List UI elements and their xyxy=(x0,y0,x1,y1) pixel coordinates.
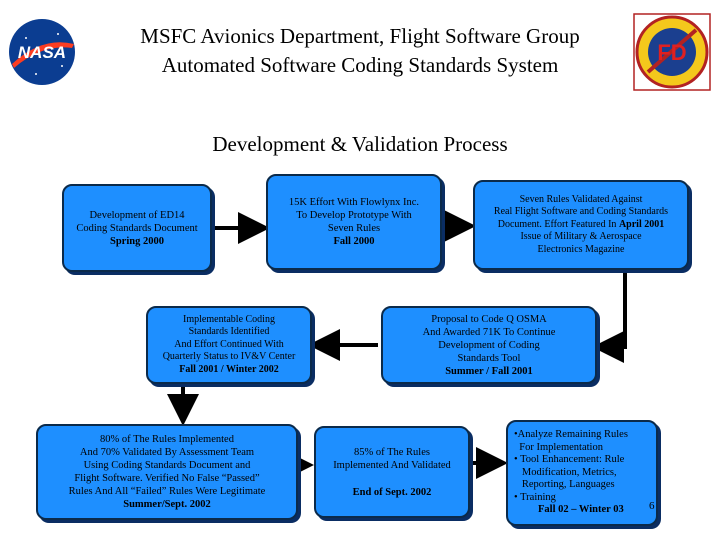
b4-line: Proposal to Code Q OSMA xyxy=(431,313,547,325)
b5-line: Standards Identified xyxy=(188,326,270,338)
b6-line: Using Coding Standards Document and xyxy=(83,460,251,471)
b2-line: To Develop Prototype With xyxy=(296,210,412,221)
b8-date: Fall 02 – Winter 03 xyxy=(538,504,624,516)
process-subtitle: Development & Validation Process xyxy=(212,132,508,156)
b5-line: Implementable Coding xyxy=(183,313,275,325)
arrow-b3-b4 xyxy=(592,272,627,363)
flight-software-logo: FD xyxy=(633,13,711,91)
b4-line: And Awarded 71K To Continue xyxy=(422,326,556,338)
b2-line: Seven Rules xyxy=(327,223,381,234)
b8-item: Modification, Metrics, xyxy=(514,466,617,478)
b1-date: Spring 2000 xyxy=(110,235,164,247)
b4-line: Standards Tool xyxy=(457,352,521,364)
b4-date: Summer / Fall 2001 xyxy=(445,365,533,377)
b1-line: Coding Standards Document xyxy=(76,222,198,234)
svg-text:NASA: NASA xyxy=(18,43,66,62)
b8-item: • Tool Enhancement: Rule xyxy=(514,454,625,466)
b5-line: Quarterly Status to IV&V Center xyxy=(162,351,296,363)
step-box-next-steps: •Analyze Remaining Rules For Implementat… xyxy=(506,420,658,526)
step-box-85-percent: 85% of The Rules Implemented And Validat… xyxy=(314,426,470,518)
b6-line: Rules And All “Failed” Rules Were Legiti… xyxy=(68,486,266,497)
b3-line: Issue of Military & Aerospace xyxy=(520,231,642,243)
b3-line-featured: Document. Effort Featured In April 2001 xyxy=(498,219,664,232)
b7-date: End of Sept. 2002 xyxy=(352,486,432,498)
page-title: MSFC Avionics Department, Flight Softwar… xyxy=(100,22,620,80)
b3-date: April 2001 xyxy=(618,218,665,230)
b2-date: Fall 2000 xyxy=(333,236,375,247)
b2-line: 15K Effort With Flowlynx Inc. xyxy=(288,197,420,208)
svg-text:FD: FD xyxy=(657,40,686,65)
b4-line: Development of Coding xyxy=(438,339,540,351)
b5-line: And Effort Continued With xyxy=(174,338,284,350)
step-box-proposal: Proposal to Code Q OSMA And Awarded 71K … xyxy=(381,306,597,384)
b8-item: For Implementation xyxy=(514,441,603,453)
b6-line: Flight Software. Verified No False “Pass… xyxy=(74,473,260,484)
b3-line: Seven Rules Validated Against xyxy=(519,193,643,205)
b8-item: •Analyze Remaining Rules xyxy=(514,428,628,440)
b3-line: Document. Effort Featured In xyxy=(497,218,619,230)
b3-line: Real Flight Software and Coding Standard… xyxy=(493,206,669,218)
b7-line: 85% of The Rules xyxy=(354,446,430,458)
step-box-validated: Seven Rules Validated Against Real Fligh… xyxy=(473,180,689,270)
page-number: 6 xyxy=(649,500,655,512)
b8-item: • Training xyxy=(514,491,556,503)
title-line-2: Automated Software Coding Standards Syst… xyxy=(161,53,559,77)
step-box-implementable: Implementable Coding Standards Identifie… xyxy=(146,306,312,384)
b5-date: Fall 2001 / Winter 2002 xyxy=(179,363,279,375)
title-line-1: MSFC Avionics Department, Flight Softwar… xyxy=(140,24,580,48)
b6-line: 80% of The Rules Implemented xyxy=(100,434,234,445)
step-box-ed14: Development of ED14 Coding Standards Doc… xyxy=(62,184,212,272)
step-box-80-percent: 80% of The Rules Implemented And 70% Val… xyxy=(36,424,298,520)
b6-date: Summer/Sept. 2002 xyxy=(123,499,211,510)
b1-line: Development of ED14 xyxy=(89,209,185,221)
b8-item: Reporting, Languages xyxy=(514,479,615,491)
b3-line: Electronics Magazine xyxy=(537,243,625,255)
nasa-logo: NASA xyxy=(9,19,75,85)
b7-line: Implemented And Validated xyxy=(333,459,451,471)
b6-line: And 70% Validated By Assessment Team xyxy=(79,447,255,458)
step-box-prototype: 15K Effort With Flowlynx Inc. To Develop… xyxy=(266,174,442,270)
